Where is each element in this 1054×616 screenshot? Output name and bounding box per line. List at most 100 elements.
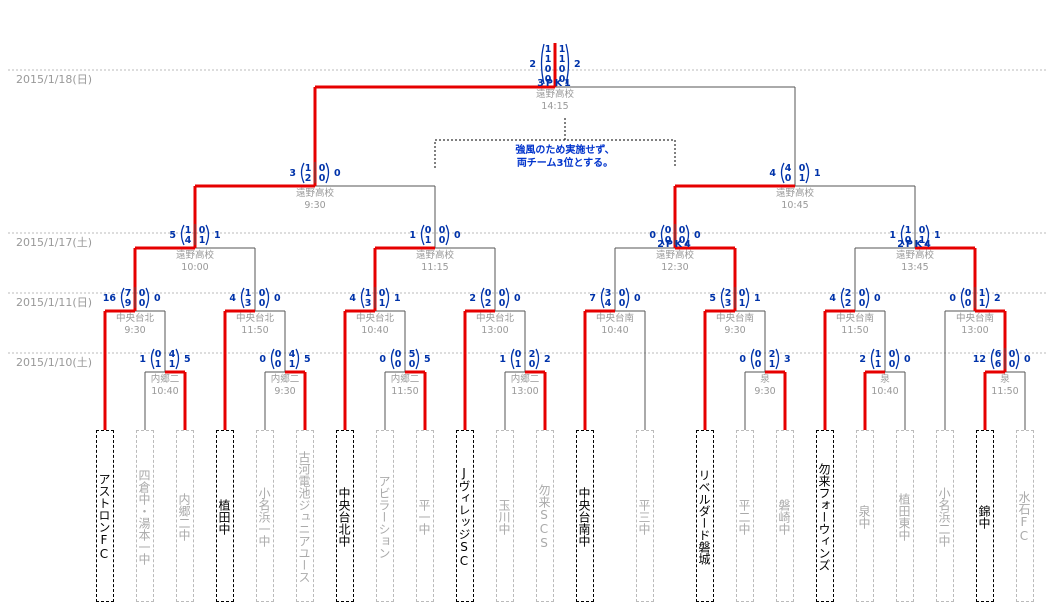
- total-score-right: 1: [754, 293, 761, 304]
- half-score-left: 1: [155, 359, 162, 370]
- half-score-right: 0: [619, 288, 626, 299]
- half-score-right: 0: [859, 298, 866, 309]
- match-time: 9:30: [124, 325, 145, 336]
- score-bracket-left: [390, 348, 395, 370]
- score-bracket-left: [600, 287, 605, 309]
- half-score-right: 0: [859, 288, 866, 299]
- half-score-right: 1: [979, 288, 986, 299]
- half-score-right: 0: [559, 64, 566, 75]
- match-venue: 内郷二: [391, 373, 420, 385]
- score-bracket-right: [625, 287, 630, 309]
- half-score-right: 0: [379, 288, 386, 299]
- score-bracket-right: [565, 43, 570, 85]
- half-score-left: 0: [665, 225, 672, 236]
- team-name: 磐崎中: [776, 430, 794, 602]
- score-bracket-right: [775, 348, 780, 370]
- half-score-left: 3: [245, 298, 252, 309]
- half-score-right: 0: [499, 288, 506, 299]
- score-bracket-left: [150, 348, 155, 370]
- score-bracket-left: [270, 348, 275, 370]
- score-bracket-left: [420, 224, 425, 246]
- match-venue: 中央台北: [116, 312, 155, 324]
- half-score-right: 1: [979, 298, 986, 309]
- match-venue: 中央台北: [476, 312, 515, 324]
- half-score-right: 0: [319, 163, 326, 174]
- half-score-right: 0: [679, 225, 686, 236]
- score-bracket-right: [685, 224, 690, 246]
- match-time: 11:50: [991, 386, 1018, 397]
- score-bracket-left: [660, 224, 665, 246]
- half-score-left: 0: [395, 349, 402, 360]
- half-score-left: 6: [995, 359, 1002, 370]
- match-venue: 中央台南: [836, 312, 874, 324]
- half-score-right: 0: [199, 225, 206, 236]
- match-time: 11:50: [841, 325, 868, 336]
- round-date: 2015/1/11(日): [16, 296, 92, 309]
- match-venue: 泉: [1000, 373, 1010, 385]
- half-score-left: 7: [125, 288, 132, 299]
- score-bracket-left: [180, 224, 185, 246]
- half-score-right: 0: [919, 225, 926, 236]
- team-name: アストロンFC: [96, 430, 114, 602]
- round-date: 2015/1/18(日): [16, 73, 92, 86]
- weather-note: 強風のため実施せず、 両チーム3位とする。: [434, 118, 676, 169]
- score-bracket-left: [840, 287, 845, 309]
- total-score-left: 0: [379, 354, 386, 365]
- half-score-left: 4: [605, 298, 612, 309]
- half-score-right: 0: [499, 298, 506, 309]
- half-score-left: 0: [515, 349, 522, 360]
- team-name: 勿来SCS: [536, 430, 554, 602]
- total-score-left: 1: [499, 354, 506, 365]
- half-score-left: 9: [125, 298, 132, 309]
- match-time: 10:45: [781, 200, 808, 211]
- match-time: 14:15: [541, 101, 568, 112]
- score-bracket-left: [900, 224, 905, 246]
- half-score-left: 0: [785, 173, 792, 184]
- total-score-right: 5: [304, 354, 311, 365]
- team-name: アビラーション: [376, 430, 394, 602]
- total-score-left: 5: [709, 293, 716, 304]
- note-line-1: 強風のため実施せず、: [515, 143, 614, 156]
- total-score-right: 0: [454, 230, 461, 241]
- half-score-right: 0: [619, 298, 626, 309]
- half-score-left: 3: [605, 288, 612, 299]
- total-score-right: 1: [394, 293, 401, 304]
- total-score-left: 2: [529, 59, 536, 70]
- team-name: 玉川中: [496, 430, 514, 602]
- round-date: 2015/1/17(土): [16, 236, 92, 249]
- match-venue: 中央台南: [956, 312, 994, 324]
- match-venue: 内郷二: [511, 373, 540, 385]
- half-score-left: 1: [245, 288, 252, 299]
- half-score-right: 1: [199, 235, 206, 246]
- team-name: 小名浜一中: [256, 430, 274, 602]
- score-bracket-right: [895, 348, 900, 370]
- half-score-left: 0: [275, 349, 282, 360]
- half-score-right: 0: [679, 235, 686, 246]
- total-score-left: 1: [139, 354, 146, 365]
- team-name: リベルダード磐城: [696, 430, 714, 602]
- match-venue: 中央台南: [596, 312, 634, 324]
- total-score-right: 0: [154, 293, 161, 304]
- half-score-right: 0: [559, 74, 566, 85]
- half-score-left: 0: [275, 359, 282, 370]
- half-score-left: 3: [365, 298, 372, 309]
- half-score-left: 1: [875, 349, 882, 360]
- team-name: JヴィレッジSC: [456, 430, 474, 602]
- half-score-right: 0: [139, 288, 146, 299]
- total-score-left: 1: [889, 230, 896, 241]
- half-score-left: 2: [845, 288, 852, 299]
- half-score-right: 1: [289, 359, 296, 370]
- score-bracket-right: [1015, 348, 1020, 370]
- total-score-right: 0: [874, 293, 881, 304]
- score-bracket-left: [750, 348, 755, 370]
- match-time: 10:40: [151, 386, 178, 397]
- score-bracket-left: [360, 287, 365, 309]
- match-venue: 中央台北: [356, 312, 395, 324]
- total-score-left: 4: [829, 293, 836, 304]
- match-venue: 中央台北: [236, 312, 275, 324]
- team-name: 平一中: [416, 430, 434, 602]
- half-score-left: 1: [305, 163, 312, 174]
- match-venue: 遠野高校: [296, 187, 335, 199]
- half-score-left: 0: [485, 288, 492, 299]
- half-score-right: 2: [769, 349, 776, 360]
